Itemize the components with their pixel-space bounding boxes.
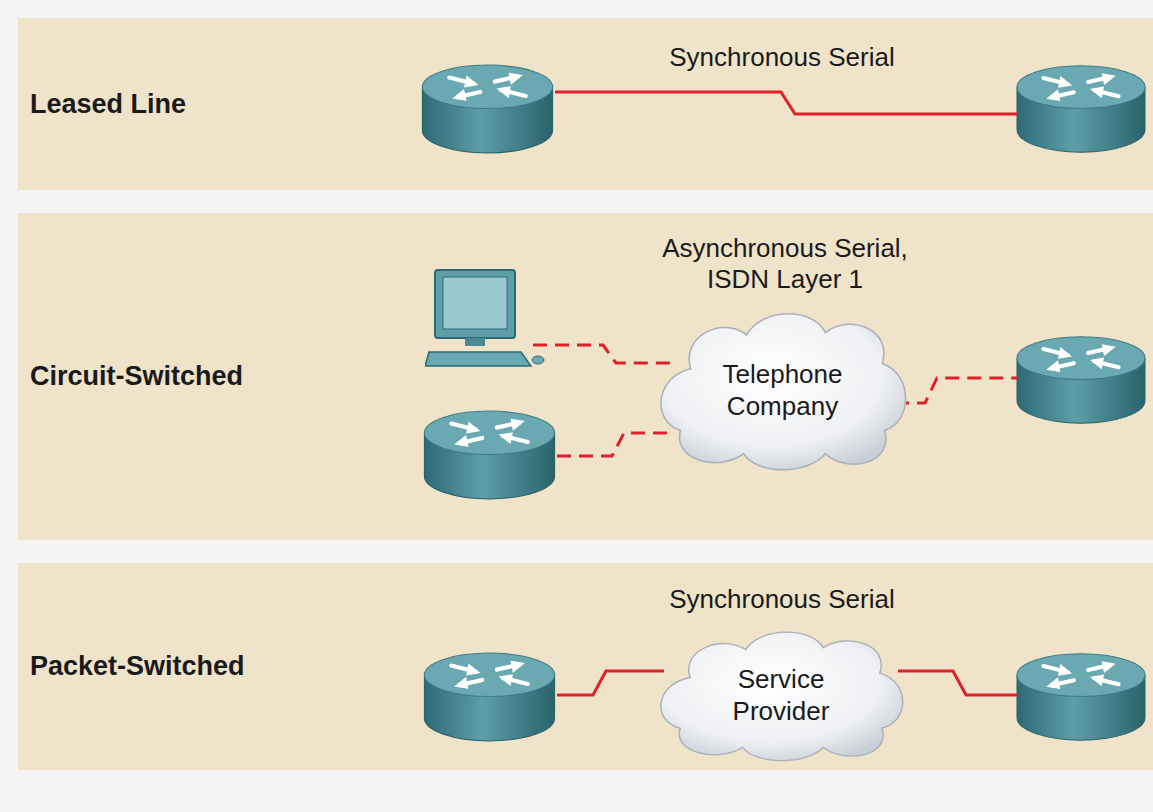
link-type-label: Synchronous Serial [622,42,942,73]
band-label: Packet-Switched [30,651,245,682]
network-cloud: Telephone Company [650,305,915,475]
cloud-label: Telephone Company [708,358,858,423]
router-icon [1017,337,1145,423]
router-icon [422,65,552,153]
serial-line [557,671,664,695]
dialup-line [895,378,1017,403]
band-label: Circuit-Switched [30,361,243,392]
network-band: Packet-Switched Service Provider [18,563,1153,770]
router-icon [424,653,554,741]
cloud-outline [650,625,912,765]
pc-icon [425,270,544,366]
dialup-line [533,345,672,363]
cloud-outline [650,305,915,475]
link-type-label: Asynchronous Serial, ISDN Layer 1 [645,233,925,295]
serial-line [898,671,1017,695]
router-icon [1017,654,1145,740]
band-label: Leased Line [30,89,186,120]
network-cloud: Service Provider [650,625,912,765]
router-icon [1017,66,1145,152]
network-band: Leased Line [18,18,1153,190]
serial-line [555,92,1017,114]
dialup-line [557,433,672,456]
router-icon [424,411,554,499]
network-band: Circuit-Switched Telephone Company [18,213,1153,540]
cloud-label: Service Provider [706,663,856,728]
link-type-label: Synchronous Serial [622,584,942,615]
